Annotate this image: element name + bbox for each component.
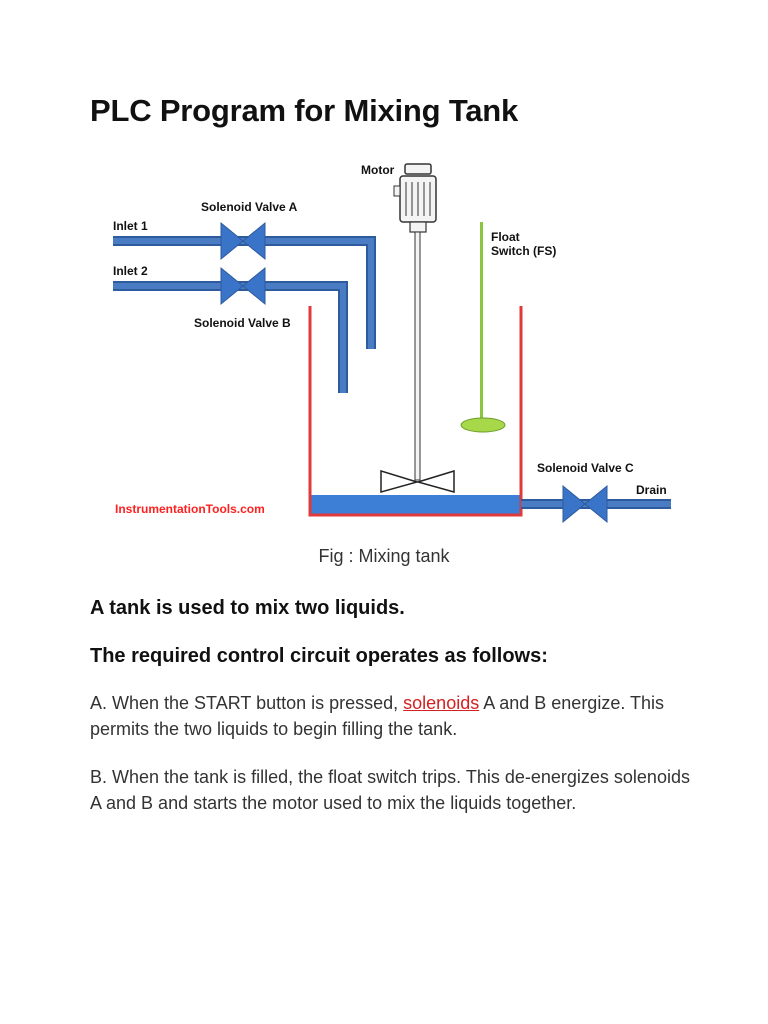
mixing-tank-diagram: Motor Solenoid Valve A Inlet 1 Inlet 2 S… xyxy=(113,163,671,524)
paragraph-b: B. When the tank is filled, the float sw… xyxy=(90,767,690,813)
watermark-text: InstrumentationTools.com xyxy=(115,502,265,516)
tank-liquid xyxy=(310,495,520,514)
float-label-2: Switch (FS) xyxy=(491,244,556,258)
inlet1-label: Inlet 1 xyxy=(113,219,148,233)
inlet2-label: Inlet 2 xyxy=(113,264,148,278)
heading-tank-mix: A tank is used to mix two liquids. xyxy=(90,597,405,619)
paragraph-a-end: A and B energize. This permits the two l… xyxy=(90,693,665,739)
solenoids-link[interactable]: solenoids xyxy=(403,693,480,713)
figure-caption: Fig : Mixing tank xyxy=(318,546,450,566)
valve-b-label: Solenoid Valve B xyxy=(194,316,291,330)
paragraph-a: A. When the START button is pressed, sol… xyxy=(90,690,690,742)
motor-icon xyxy=(393,163,437,233)
valve-c-label: Solenoid Valve C xyxy=(537,461,634,475)
float-label-1: Float xyxy=(491,230,520,244)
drain-label: Drain xyxy=(636,483,667,497)
solenoid-valve-a xyxy=(220,221,266,261)
page-title: PLC Program for Mixing Tank xyxy=(90,93,519,128)
valve-a-label: Solenoid Valve A xyxy=(201,200,298,214)
heading-control-circuit: The required control circuit operates as… xyxy=(90,645,548,667)
paragraph-a-start: A. When the START button is pressed, xyxy=(90,693,404,713)
solenoid-valve-b xyxy=(220,266,266,306)
inlet1-pipe xyxy=(113,236,376,349)
tank-wall xyxy=(308,306,523,517)
float-switch-icon xyxy=(460,222,506,433)
solenoid-valve-c xyxy=(562,484,608,524)
motor-label: Motor xyxy=(361,163,395,177)
agitator-icon xyxy=(380,231,455,493)
